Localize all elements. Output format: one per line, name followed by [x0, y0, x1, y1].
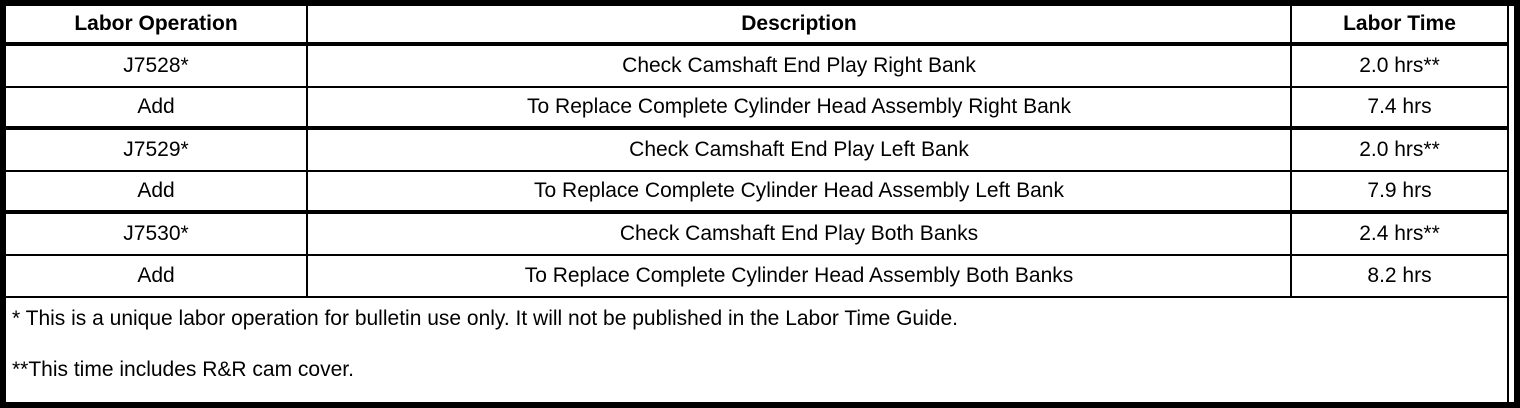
table-row: J7529* Check Camshaft End Play Left Bank… — [6, 130, 1507, 172]
footnote-rr-cam-cover: **This time includes R&R cam cover. — [12, 358, 354, 382]
footnote-unique-operation: * This is a unique labor operation for b… — [12, 307, 958, 330]
description-cell: Check Camshaft End Play Both Banks — [308, 214, 1292, 254]
labor-time-cell: 2.0 hrs** — [1359, 54, 1440, 78]
labor-time-cell: 2.4 hrs** — [1359, 222, 1440, 246]
labor-operation-cell: J7530* — [6, 214, 308, 254]
labor-operation-cell: Add — [6, 88, 308, 126]
table-row: Add To Replace Complete Cylinder Head As… — [6, 88, 1507, 130]
labor-time-cell: 2.0 hrs** — [1359, 138, 1440, 162]
description-cell: Check Camshaft End Play Left Bank — [308, 130, 1292, 170]
labor-operation-cell: Add — [6, 256, 308, 296]
table-row: Add To Replace Complete Cylinder Head As… — [6, 256, 1507, 298]
header-cell-labor-time: Labor Time — [1343, 12, 1456, 36]
description-cell: To Replace Complete Cylinder Head Assemb… — [308, 256, 1292, 296]
table-row: J7528* Check Camshaft End Play Right Ban… — [6, 46, 1507, 88]
labor-operation-cell: J7528* — [6, 46, 308, 86]
labor-operation-cell: Add — [6, 172, 308, 210]
labor-operation-cell: J7529* — [6, 130, 308, 170]
table-row: J7530* Check Camshaft End Play Both Bank… — [6, 214, 1507, 256]
labor-time-cell: 7.4 hrs — [1367, 95, 1432, 119]
footnotes-section: * This is a unique labor operation for b… — [6, 298, 1507, 402]
table-row: Add To Replace Complete Cylinder Head As… — [6, 172, 1507, 214]
description-cell: To Replace Complete Cylinder Head Assemb… — [308, 172, 1292, 210]
description-cell: To Replace Complete Cylinder Head Assemb… — [308, 88, 1292, 126]
labor-time-cell: 8.2 hrs — [1367, 264, 1432, 288]
header-cell-description: Description — [308, 6, 1292, 42]
labor-time-cell: 7.9 hrs — [1367, 179, 1432, 203]
description-cell: Check Camshaft End Play Right Bank — [308, 46, 1292, 86]
header-row: Labor Operation Description Labor Time — [6, 6, 1507, 46]
header-cell-labor-operation: Labor Operation — [6, 6, 308, 42]
labor-time-table: Labor Operation Description Labor Time J… — [6, 6, 1509, 402]
